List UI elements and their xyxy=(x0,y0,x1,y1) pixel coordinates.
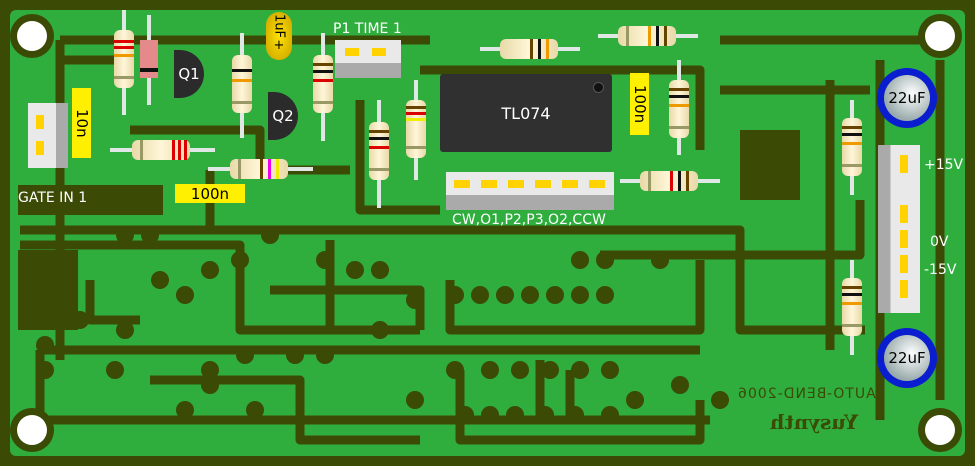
board-title-mirrored: AUTO-BEND-2006 xyxy=(737,386,876,402)
mounting-hole xyxy=(925,21,955,51)
author-signature-mirrored: Yusynth xyxy=(770,410,859,434)
resistor xyxy=(669,80,689,138)
resistor xyxy=(500,39,558,59)
zero-v-label: 0V xyxy=(930,234,949,250)
ic-tl074: TL074 xyxy=(440,74,612,152)
pin1-marker xyxy=(593,82,604,93)
resistor xyxy=(132,140,190,160)
electrolytic-capacitor-bottom: 22uF xyxy=(877,328,937,388)
capacitor-100n: 100n xyxy=(175,184,245,203)
mounting-hole xyxy=(925,415,955,445)
diode xyxy=(140,40,158,78)
capacitor-100n-ic: 100n xyxy=(630,73,649,135)
resistor xyxy=(618,26,676,46)
resistor xyxy=(232,55,252,113)
mounting-hole xyxy=(17,21,47,51)
polarity-plus: + xyxy=(273,38,285,53)
power-connector xyxy=(878,145,920,313)
capacitor-label: 10n xyxy=(73,108,91,138)
pot-header-label: CW,O1,P2,P3,O2,CCW xyxy=(452,212,606,228)
electrolytic-capacitor-top: 22uF xyxy=(877,68,937,128)
capacitor-label: 100n xyxy=(190,184,230,203)
capacitor-label: 100n xyxy=(631,84,649,124)
resistor xyxy=(230,159,288,179)
resistor xyxy=(114,30,134,88)
p1-time-connector xyxy=(335,40,401,78)
mounting-hole xyxy=(17,415,47,445)
capacitor-label: 1uF xyxy=(271,14,287,38)
pads xyxy=(36,226,729,424)
transistor-label: Q1 xyxy=(178,65,200,83)
capacitor-1uf: 1uF+ xyxy=(266,12,292,60)
resistor xyxy=(842,278,862,336)
capacitor-10n: 10n xyxy=(72,88,91,158)
resistor xyxy=(640,171,698,191)
resistor xyxy=(406,100,426,158)
pot-connector xyxy=(446,172,614,210)
transistor-label: Q2 xyxy=(272,107,294,125)
resistor xyxy=(313,55,333,113)
plus15v-label: +15V xyxy=(924,157,964,173)
capacitor-label: 22uF xyxy=(888,349,926,367)
minus15v-label: -15V xyxy=(924,262,957,278)
gate-in-label: GATE IN 1 xyxy=(18,190,88,206)
p1-time-label: P1 TIME 1 xyxy=(333,21,402,37)
ic-label: TL074 xyxy=(501,103,551,123)
capacitor-label: 22uF xyxy=(888,89,926,107)
resistor xyxy=(842,118,862,176)
gate-in-connector xyxy=(28,103,68,168)
resistor xyxy=(369,122,389,180)
